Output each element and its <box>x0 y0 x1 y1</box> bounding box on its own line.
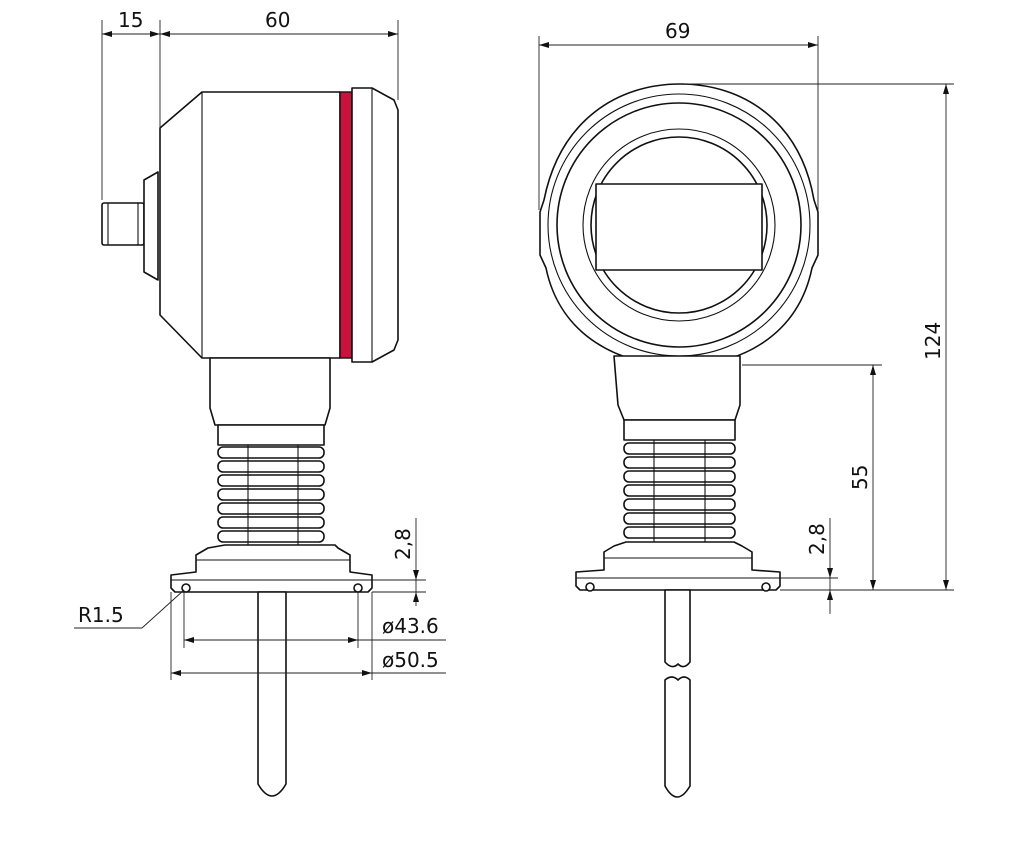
front-cooling-fins <box>623 440 736 542</box>
dim-overall-height: 124 <box>921 322 945 360</box>
dim-neck-height: 55 <box>848 465 872 490</box>
side-neck <box>209 357 331 426</box>
side-seal-band <box>339 91 353 359</box>
front-display <box>595 183 763 271</box>
side-housing-body <box>159 91 341 359</box>
front-view <box>539 83 819 798</box>
side-clamp-flange <box>170 544 373 593</box>
side-groove-right <box>353 583 363 593</box>
side-cooling-fins <box>217 445 325 545</box>
side-probe <box>257 591 287 797</box>
dim-flange-outer: ø50.5 <box>382 648 439 672</box>
dim-bolt-circle: ø43.6 <box>382 614 439 638</box>
dim-flange-thickness-side: 2,8 <box>391 528 415 560</box>
side-view <box>101 87 399 797</box>
side-dimensions: 15 60 2,8 R1.5 ø43.6 ø50.5 <box>74 8 446 680</box>
front-clamp-flange <box>575 541 781 591</box>
side-connector-base <box>143 171 159 281</box>
front-dimensions: 69 124 55 2,8 <box>538 19 954 614</box>
front-probe-upper <box>664 589 691 668</box>
dim-flange-thickness-front: 2,8 <box>805 523 829 555</box>
front-neck <box>613 355 741 421</box>
dim-housing-depth: 60 <box>265 8 290 32</box>
dim-housing-diameter: 69 <box>665 19 690 43</box>
side-housing-cover <box>351 87 399 363</box>
front-probe-lower <box>664 676 691 798</box>
dim-groove-radius: R1.5 <box>78 603 124 627</box>
dim-boss-width: 15 <box>118 8 143 32</box>
